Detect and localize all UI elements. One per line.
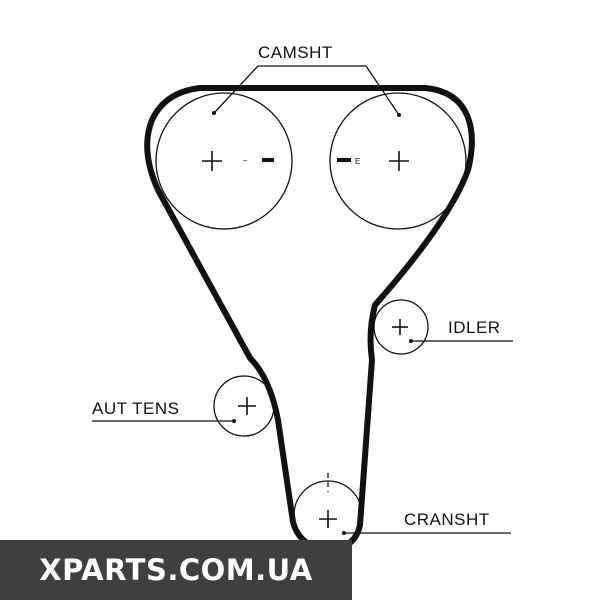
tensioner-center-mark: [238, 397, 256, 415]
camshaft-leader-lines: [212, 65, 401, 117]
left-cam-timing-mark: [262, 158, 274, 162]
left-camshaft-center-mark: [202, 151, 222, 171]
right-camshaft-pulley: [329, 92, 467, 230]
left-camshaft-pulley: [155, 92, 293, 230]
tensioner-leader-line: [92, 419, 236, 423]
crankshaft-leader-line: [342, 531, 511, 535]
timing-belt: [144, 85, 475, 553]
left-cam-timing-mark-text: –: [243, 156, 248, 165]
auto-tensioner-label: AUT TENS: [92, 399, 179, 418]
idler-center-mark: [392, 319, 408, 335]
crankshaft-center-mark: [319, 510, 337, 528]
right-cam-timing-mark-text: E: [355, 157, 360, 166]
right-camshaft-center-mark: [389, 151, 409, 171]
idler-leader-line: [409, 339, 513, 343]
right-cam-timing-mark: [337, 158, 351, 162]
crankshaft-label: CRANSHT: [404, 510, 490, 529]
watermark-text: XPARTS.COM.UA: [39, 553, 313, 587]
idler-label: IDLER: [448, 318, 501, 337]
camshaft-label: CAMSHT: [258, 43, 333, 62]
watermark-banner: XPARTS.COM.UA: [0, 540, 352, 600]
